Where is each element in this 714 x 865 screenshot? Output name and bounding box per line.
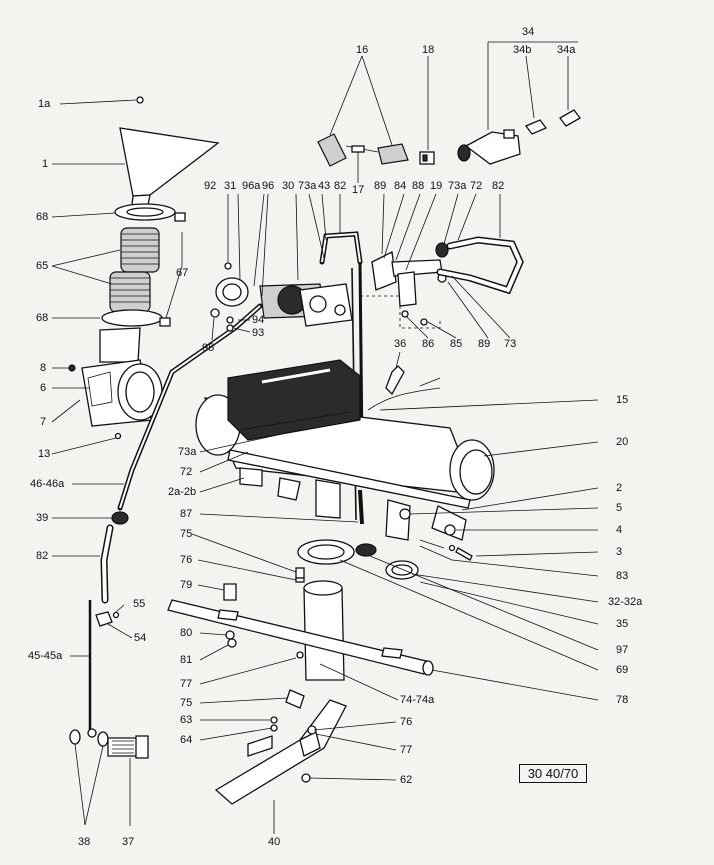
label-54: 54 [134, 632, 147, 644]
label-34a: 34a [557, 44, 576, 56]
label-75-bottom: 75 [180, 697, 193, 709]
tailpipe-40 [214, 699, 347, 805]
label-68-top: 68 [36, 211, 49, 223]
label-97: 97 [616, 644, 629, 656]
label-62: 62 [400, 774, 413, 786]
label-87: 87 [180, 508, 193, 520]
label-2a-2b: 2a-2b [168, 486, 197, 498]
label-20: 20 [616, 436, 629, 448]
label-64: 64 [180, 734, 193, 746]
label-69: 69 [616, 664, 629, 676]
label-76-top: 76 [180, 554, 193, 566]
label-5: 5 [616, 502, 623, 514]
label-30: 30 [282, 180, 295, 192]
label-73: 73 [504, 338, 517, 350]
label-7: 7 [40, 416, 47, 428]
connector-18 [419, 151, 435, 165]
label-92: 92 [204, 180, 217, 192]
label-89-top: 89 [374, 180, 387, 192]
label-94: 94 [252, 314, 265, 326]
label-89-right: 89 [478, 338, 491, 350]
label-80: 80 [180, 627, 193, 639]
label-6: 6 [40, 382, 47, 394]
label-74-74a: 74-74a [400, 694, 435, 706]
label-73a-top: 73a [298, 180, 317, 192]
label-1a: 1a [38, 98, 51, 110]
label-35: 35 [616, 618, 629, 630]
label-78: 78 [616, 694, 629, 706]
reference-code-box: 30 40/70 [519, 764, 587, 783]
label-39: 39 [36, 512, 49, 524]
label-8: 8 [40, 362, 47, 374]
label-43: 43 [318, 180, 331, 192]
label-83: 83 [616, 570, 629, 582]
label-31: 31 [224, 180, 237, 192]
label-82-right: 82 [492, 180, 505, 192]
crossbar-78 [167, 599, 434, 676]
label-19: 19 [430, 180, 443, 192]
label-96: 96 [262, 180, 275, 192]
label-79: 79 [180, 579, 193, 591]
label-4: 4 [616, 524, 623, 536]
label-76-bottom: 76 [400, 716, 413, 728]
label-82-mid: 82 [334, 180, 347, 192]
label-86: 86 [422, 338, 435, 350]
label-73a-left: 73a [178, 446, 197, 458]
label-93: 93 [252, 327, 265, 339]
label-2: 2 [616, 482, 623, 494]
label-95: 95 [202, 342, 215, 354]
clamp-ring-bottom [101, 309, 171, 327]
label-45-45a: 45-45a [28, 650, 63, 662]
leader-lines [51, 41, 599, 834]
label-40: 40 [268, 836, 281, 848]
label-88: 88 [412, 180, 425, 192]
clamp-ring-top [114, 203, 186, 222]
label-38: 38 [78, 836, 91, 848]
label-72-top: 72 [470, 180, 483, 192]
intake-elbow [81, 327, 163, 427]
fuse-parts [317, 133, 409, 167]
label-96a: 96a [242, 180, 261, 192]
label-73a-right: 73a [448, 180, 467, 192]
label-85: 85 [450, 338, 463, 350]
label-68-bottom: 68 [36, 312, 49, 324]
label-18: 18 [422, 44, 435, 56]
label-82-left: 82 [36, 550, 49, 562]
label-37: 37 [122, 836, 135, 848]
label-13: 13 [38, 448, 51, 460]
spring-hose-lower [109, 271, 151, 313]
label-15: 15 [616, 394, 629, 406]
label-84: 84 [394, 180, 407, 192]
label-3: 3 [616, 546, 623, 558]
label-65: 65 [36, 260, 49, 272]
label-77-left: 77 [180, 678, 193, 690]
label-17: 17 [352, 184, 365, 196]
exhaust-pipe-vertical [303, 580, 345, 681]
label-46-46a: 46-46a [30, 478, 65, 490]
label-77-right: 77 [400, 744, 413, 756]
label-34b: 34b [513, 44, 532, 56]
spring-hose-upper [120, 227, 160, 273]
label-32-32a: 32-32a [608, 596, 643, 608]
label-75-top: 75 [180, 528, 193, 540]
label-36: 36 [394, 338, 407, 350]
label-63: 63 [180, 714, 193, 726]
motor-assembly [215, 277, 353, 327]
label-72-left: 72 [180, 466, 193, 478]
heater-cover [227, 359, 361, 441]
label-81: 81 [180, 654, 193, 666]
label-34: 34 [522, 26, 535, 38]
label-1: 1 [42, 158, 49, 170]
switch-34 [457, 109, 581, 165]
label-67: 67 [176, 267, 189, 279]
label-16: 16 [356, 44, 369, 56]
funnel-part [119, 127, 220, 206]
label-55: 55 [133, 598, 146, 610]
